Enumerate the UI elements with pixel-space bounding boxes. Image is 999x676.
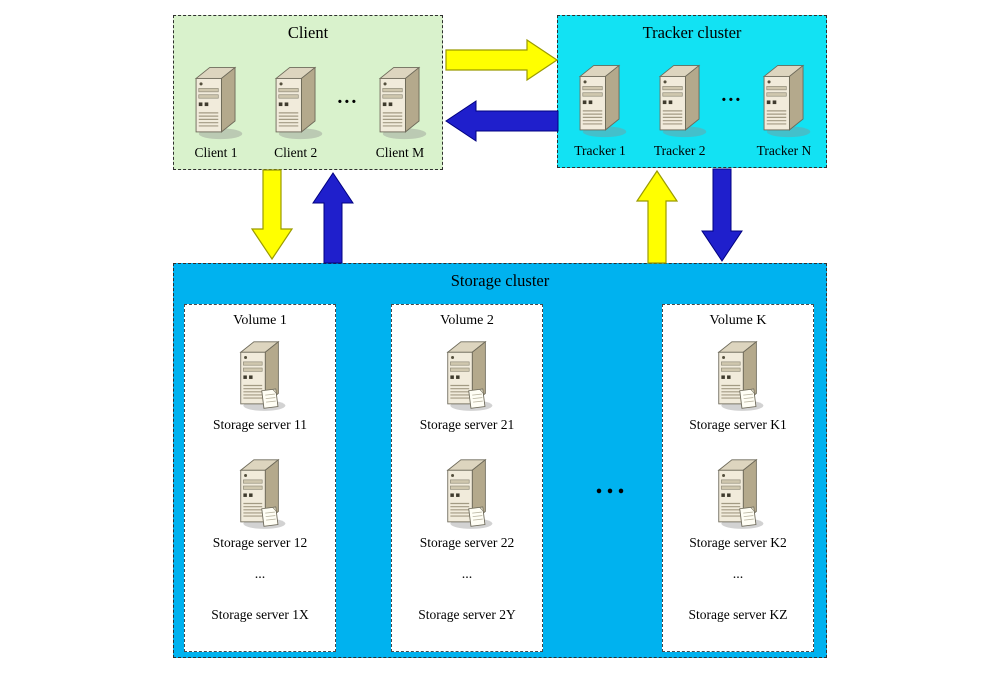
- node-label: Client 2: [274, 145, 318, 160]
- client-node-1: Client 1: [178, 63, 254, 161]
- ellipsis: ...: [595, 469, 629, 500]
- ellipsis: ...: [732, 567, 744, 582]
- storage-server-icon: [439, 455, 495, 531]
- volume: Volume 1 Storage server 11 Storage serve…: [184, 304, 336, 652]
- server-label: Storage server 21: [419, 417, 515, 432]
- arrow-client-to-storage: [250, 169, 294, 261]
- storage-server-icon: [710, 455, 766, 531]
- node-label: Tracker 2: [653, 143, 706, 158]
- ellipsis: ...: [337, 86, 359, 108]
- server-label: Storage server 12: [212, 535, 308, 550]
- storage-server-icon: [232, 337, 288, 413]
- node-label: Client 1: [194, 145, 238, 160]
- storage-server-icon: [232, 455, 288, 531]
- server-icon: [187, 63, 245, 141]
- client-node-3: Client M: [362, 63, 438, 161]
- storage-server-icon: [710, 337, 766, 413]
- ellipsis: ...: [721, 84, 743, 106]
- server-icon: [571, 61, 629, 139]
- server-label: Storage server KZ: [688, 607, 788, 622]
- arrow-tracker-to-storage: [701, 168, 743, 262]
- client-node-2: Client 2: [258, 63, 334, 161]
- tracker-node-3: Tracker N: [746, 61, 822, 159]
- tracker-node-1: Tracker 1: [562, 61, 638, 159]
- client-cluster: Client Client 1 Client 2 ... Client M: [173, 15, 443, 170]
- volume-title: Volume 1: [233, 313, 287, 328]
- storage-cluster-title: Storage cluster: [450, 271, 550, 290]
- node-label: Client M: [375, 145, 425, 160]
- server-label: Storage server 11: [213, 417, 307, 432]
- arrow-storage-to-tracker: [635, 169, 679, 264]
- node-label: Tracker N: [756, 143, 812, 158]
- server-icon: [755, 61, 813, 139]
- server-label: Storage server K2: [689, 535, 787, 550]
- volume: Volume K Storage server K1 Storage serve…: [662, 304, 814, 652]
- volume: Volume 2 Storage server 21 Storage serve…: [391, 304, 543, 652]
- ellipsis: ...: [254, 567, 266, 582]
- server-label: Storage server 2Y: [418, 607, 516, 622]
- server-icon: [651, 61, 709, 139]
- server-label: Storage server 22: [419, 535, 515, 550]
- arrow-client-to-tracker: [445, 38, 559, 82]
- server-label: Storage server K1: [689, 417, 787, 432]
- node-label: Tracker 1: [574, 143, 626, 158]
- tracker-cluster-title: Tracker cluster: [642, 23, 742, 42]
- arrow-tracker-to-client: [445, 100, 559, 142]
- client-cluster-title: Client: [287, 23, 329, 42]
- server-icon: [371, 63, 429, 141]
- client-node-row: Client 1 Client 2 ... Client M: [178, 63, 438, 161]
- server-label: Storage server 1X: [211, 607, 309, 622]
- tracker-cluster: Tracker cluster Tracker 1 Tracker 2 ... …: [557, 15, 827, 168]
- tracker-node-row: Tracker 1 Tracker 2 ... Tracker N: [562, 61, 822, 159]
- volume-title: Volume K: [709, 313, 767, 328]
- volume-title: Volume 2: [440, 313, 494, 328]
- arrow-storage-to-client: [312, 172, 354, 264]
- storage-cluster: Storage cluster Volume 1 Storage server …: [173, 263, 827, 658]
- tracker-node-2: Tracker 2: [642, 61, 718, 159]
- ellipsis: ...: [461, 567, 473, 582]
- server-icon: [267, 63, 325, 141]
- storage-server-icon: [439, 337, 495, 413]
